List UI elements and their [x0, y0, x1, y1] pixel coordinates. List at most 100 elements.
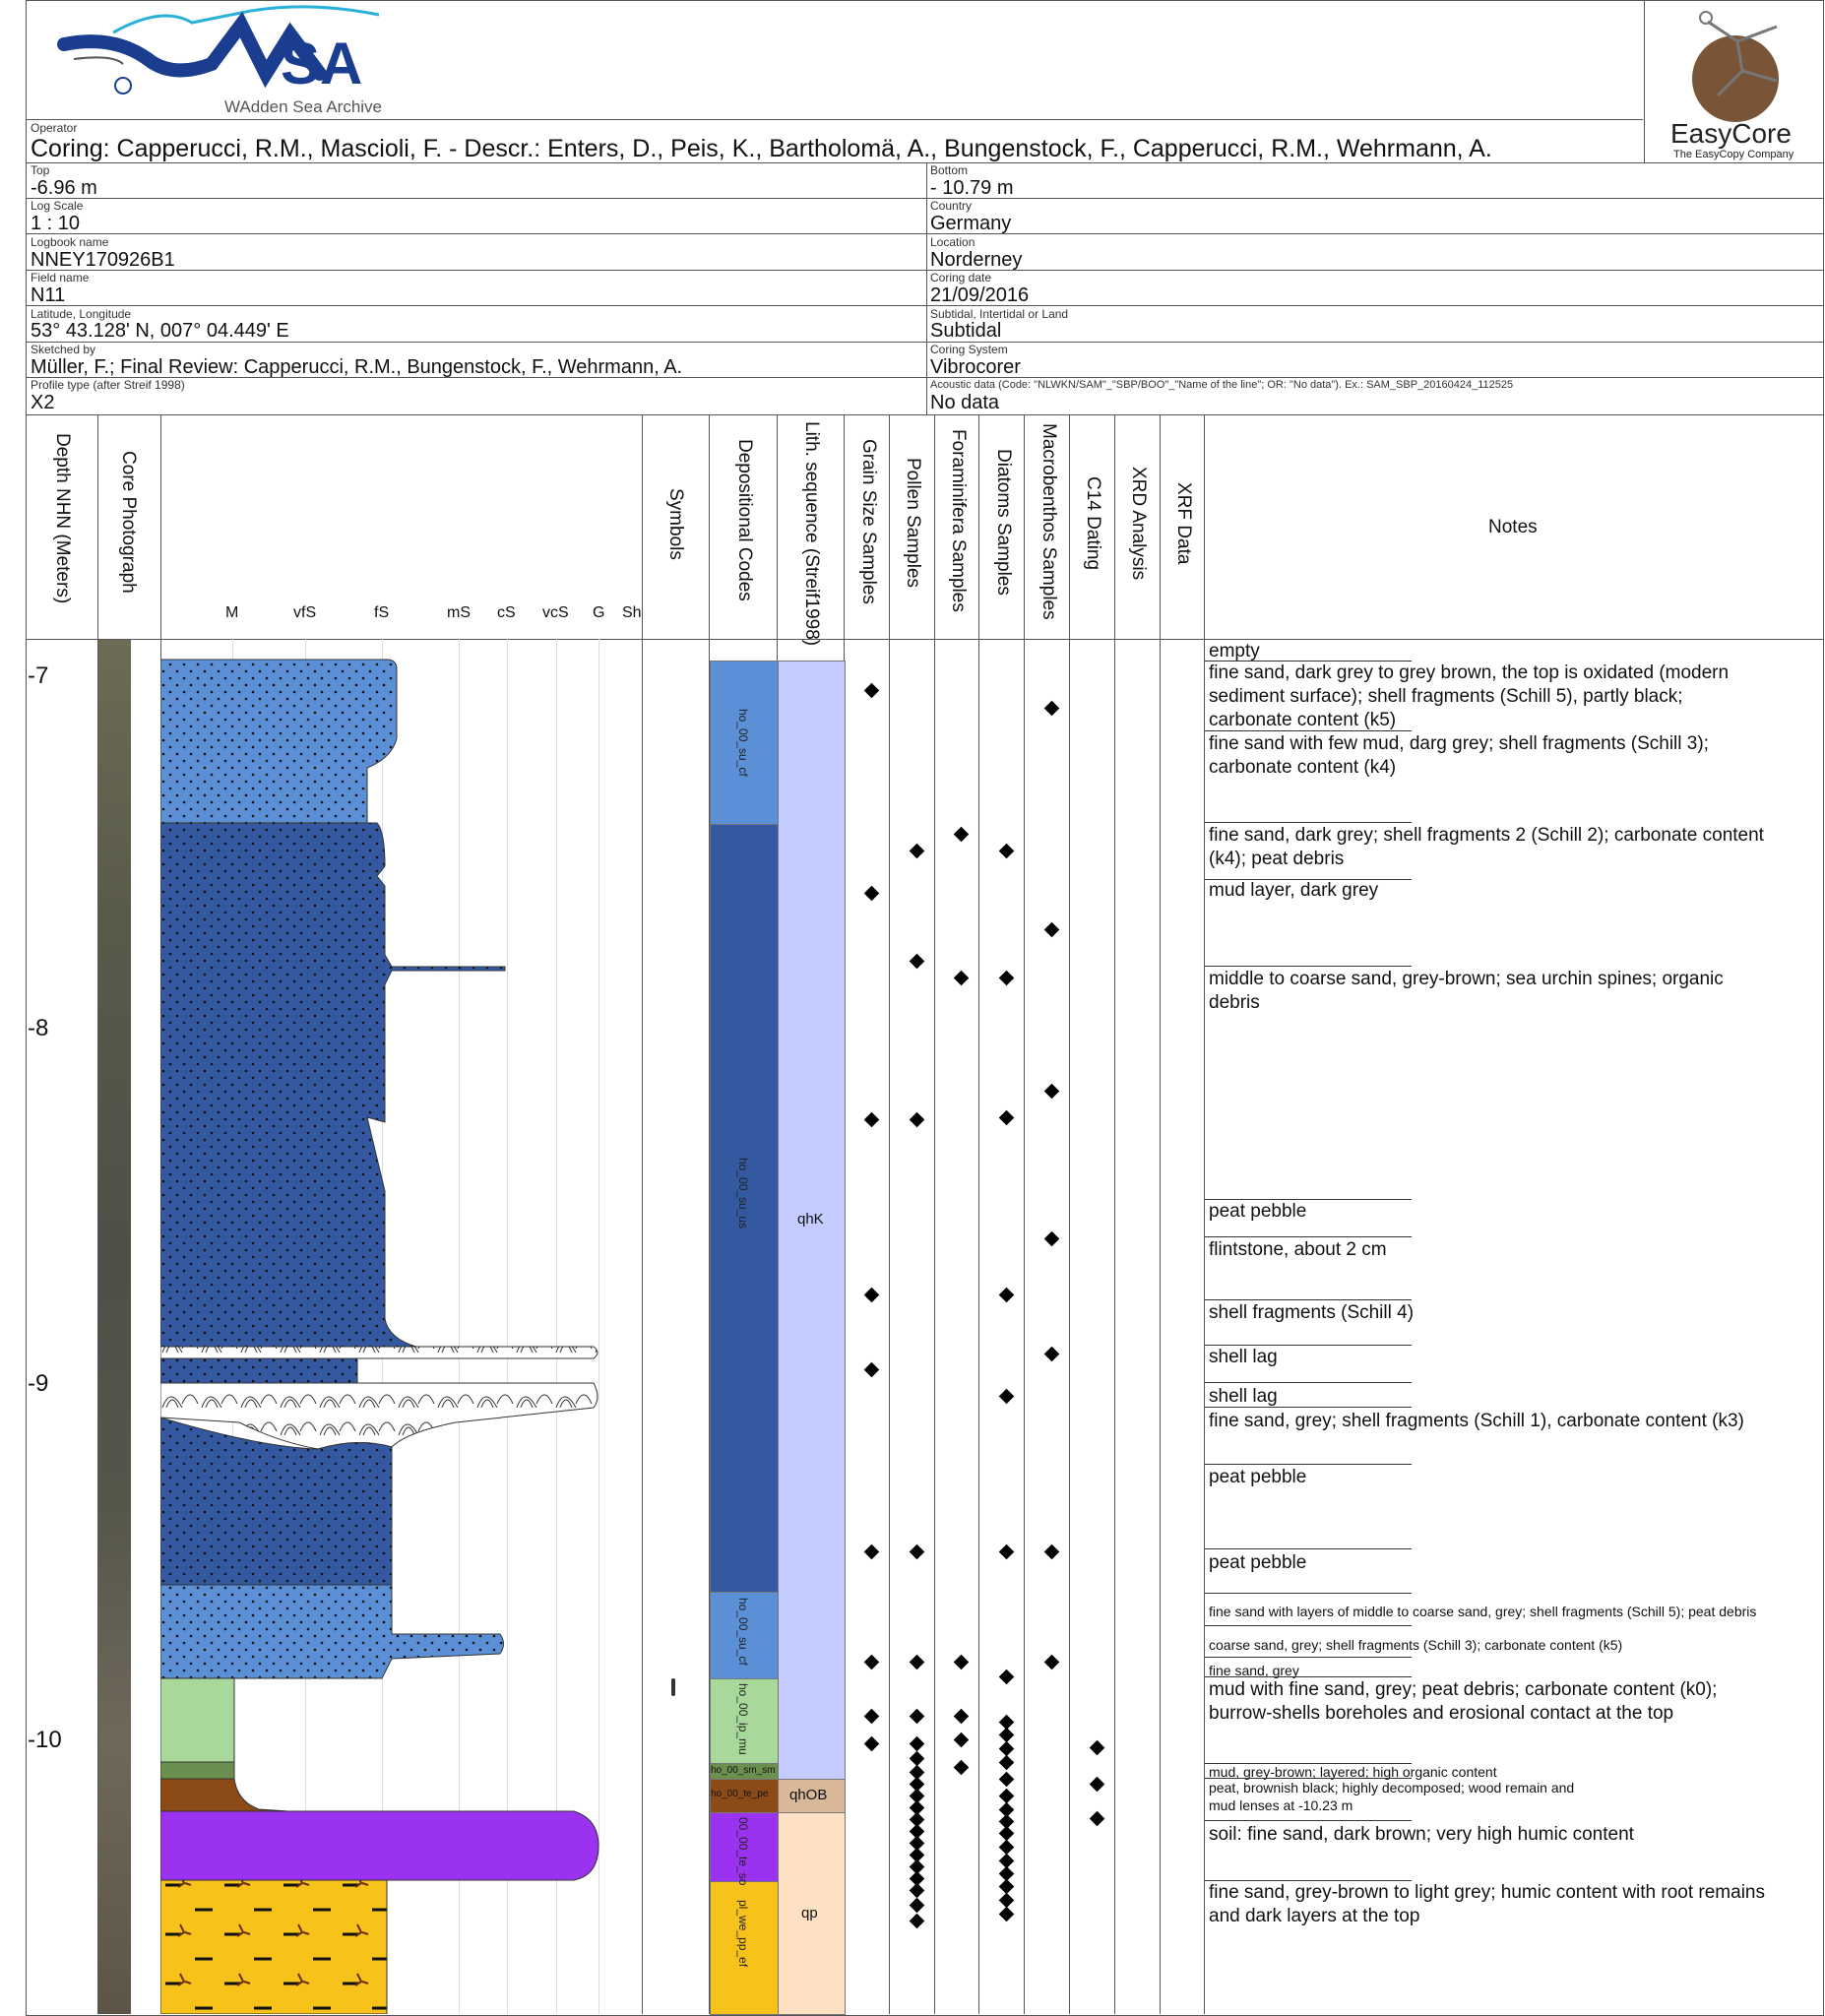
note-20: soil: fine sand, dark brown; very high h…: [1209, 1824, 1634, 1845]
subtidal-value: Subtidal: [930, 320, 1002, 342]
location-value: Norderney: [930, 249, 1023, 271]
wasa-logo: SA WAdden Sea Archive: [54, 5, 409, 116]
note-6: peat pebble: [1209, 1201, 1307, 1222]
logscale-value: 1 : 10: [31, 213, 81, 234]
note-1b: sediment surface); shell fragments (Schi…: [1209, 686, 1683, 707]
col-xrf: XRF Data: [1173, 482, 1194, 565]
depcode-label-7: 00_00_te_so: [736, 1817, 750, 1886]
scale-Sh: Sh: [622, 604, 642, 621]
col-grain-size: Grain Size Samples: [858, 439, 879, 604]
note-4: mud layer, dark grey: [1209, 880, 1379, 901]
note-17a: mud with fine sand, grey; peat debris; c…: [1209, 1679, 1718, 1700]
logscale-label: Log Scale: [31, 199, 84, 213]
col-depositional-codes: Depositional Codes: [734, 439, 755, 601]
subtidal-label: Subtidal, Intertidal or Land: [930, 307, 1069, 321]
lith-qp: [778, 1812, 846, 2015]
col-c14: C14 Dating: [1083, 476, 1103, 571]
note-8: shell fragments (Schill 4): [1209, 1302, 1415, 1323]
note-19b: mud lenses at -10.23 m: [1209, 1797, 1353, 1813]
scale-M: M: [225, 604, 239, 621]
scale-cS: cS: [497, 604, 516, 621]
depcode-label-4: ho_00_ip_mu: [736, 1683, 750, 1755]
col-lith-sequence: Lith. sequence (Streif1998): [801, 421, 822, 647]
easycore-logo: EasyCore The EasyCopy Company: [1649, 2, 1821, 160]
core-photograph: [98, 640, 131, 2014]
depth-minus-10: -10: [28, 1727, 62, 1753]
top-label: Top: [31, 163, 50, 177]
note-11: fine sand, grey; shell fragments (Schill…: [1209, 1411, 1744, 1431]
note-21a: fine sand, grey-brown to light grey; hum…: [1209, 1882, 1765, 1903]
col-diatoms: Diatoms Samples: [993, 449, 1014, 596]
easycore-logo-graphic: [1692, 11, 1779, 122]
depth-minus-8: -8: [28, 1015, 49, 1041]
note-empty: empty: [1209, 641, 1260, 662]
sketched-value: Müller, F.; Final Review: Capperucci, R.…: [31, 356, 683, 378]
scale-vfS: vfS: [293, 604, 317, 621]
depcode-block-4: [710, 1678, 779, 1765]
scale-mS: mS: [447, 604, 471, 621]
depcode-label-3: ho_00_su_cf: [736, 1598, 750, 1666]
note-3a: fine sand, dark grey; shell fragments 2 …: [1209, 825, 1764, 846]
scale-vcS: vcS: [542, 604, 569, 621]
location-label: Location: [930, 235, 975, 249]
note-18: mud, grey-brown; layered; high organic c…: [1209, 1764, 1497, 1780]
logbook-label: Logbook name: [31, 235, 109, 249]
note-9: shell lag: [1209, 1347, 1278, 1367]
logbook-value: NNEY170926B1: [31, 249, 175, 271]
lith-qhK: [778, 661, 846, 1781]
note-15: coarse sand, grey; shell fragments (Schi…: [1209, 1637, 1623, 1653]
depth-minus-9: -9: [28, 1370, 49, 1397]
note-17b: burrow-shells boreholes and erosional co…: [1209, 1703, 1674, 1724]
operator-label: Operator: [31, 121, 78, 135]
lith-qhOB: [778, 1779, 846, 1814]
acoustic-value: No data: [930, 392, 1000, 413]
col-core-photo: Core Photograph: [118, 451, 139, 594]
fieldname-label: Field name: [31, 271, 90, 284]
operator-value: Coring: Capperucci, R.M., Mascioli, F. -…: [31, 135, 1492, 162]
note-21b: and dark layers at the top: [1209, 1906, 1420, 1926]
note-13: peat pebble: [1209, 1552, 1307, 1573]
logo-caption: WAdden Sea Archive: [224, 97, 383, 116]
note-5a: middle to coarse sand, grey-brown; sea u…: [1209, 969, 1724, 989]
acoustic-label: Acoustic data (Code: "NLWKN/SAM"_"SBP/BO…: [930, 379, 1514, 391]
latlon-value: 53° 43.128' N, 007° 04.449' E: [31, 320, 289, 342]
depcode-label-2: ho_00_su_us: [736, 1158, 750, 1229]
scale-fS: fS: [374, 604, 390, 621]
lith-label-qhK: qhK: [797, 1211, 824, 1228]
profile-value: X2: [31, 392, 55, 413]
sketched-label: Sketched by: [31, 343, 96, 356]
note-5b: debris: [1209, 992, 1260, 1013]
note-16: fine sand, grey: [1209, 1663, 1299, 1678]
note-7: flintstone, about 2 cm: [1209, 1239, 1387, 1260]
note-14: fine sand with layers of middle to coars…: [1209, 1604, 1757, 1619]
depcode-block-6: [710, 1779, 779, 1814]
lith-label-qhOB: qhOB: [789, 1787, 828, 1803]
col-foraminifera: Foraminifera Samples: [948, 429, 969, 612]
coringdate-label: Coring date: [930, 271, 992, 284]
note-3b: (k4); peat debris: [1209, 849, 1345, 869]
note-10: shell lag: [1209, 1386, 1278, 1407]
note-12: peat pebble: [1209, 1467, 1307, 1487]
note-19a: peat, brownish black; highly decomposed;…: [1209, 1780, 1575, 1796]
company-name: EasyCore: [1670, 118, 1792, 149]
coringdate-value: 21/09/2016: [930, 284, 1030, 306]
bottom-value: - 10.79 m: [930, 177, 1014, 199]
coringsys-value: Vibrocorer: [930, 356, 1021, 378]
latlon-label: Latitude, Longitude: [31, 307, 132, 321]
col-macrobenthos: Macrobenthos Samples: [1038, 423, 1059, 620]
col-notes: Notes: [1488, 517, 1538, 537]
company-tagline: The EasyCopy Company: [1673, 149, 1794, 160]
top-value: -6.96 m: [31, 177, 97, 199]
depcode-label-5: ho_00_sm_sm: [711, 1765, 776, 1776]
wasa-logo-graphic: SA: [57, 5, 380, 96]
country-label: Country: [930, 199, 973, 213]
coringsys-label: Coring System: [930, 343, 1008, 356]
svg-text:SA: SA: [281, 31, 362, 96]
note-2a: fine sand with few mud, darg grey; shell…: [1209, 733, 1709, 754]
profile-label: Profile type (after Streif 1998): [31, 378, 185, 392]
note-2b: carbonate content (k4): [1209, 757, 1397, 778]
note-1a: fine sand, dark grey to grey brown, the …: [1209, 662, 1730, 683]
lithology-log: [160, 659, 599, 2014]
col-pollen: Pollen Samples: [903, 458, 923, 589]
note-1c: carbonate content (k5): [1209, 710, 1397, 730]
